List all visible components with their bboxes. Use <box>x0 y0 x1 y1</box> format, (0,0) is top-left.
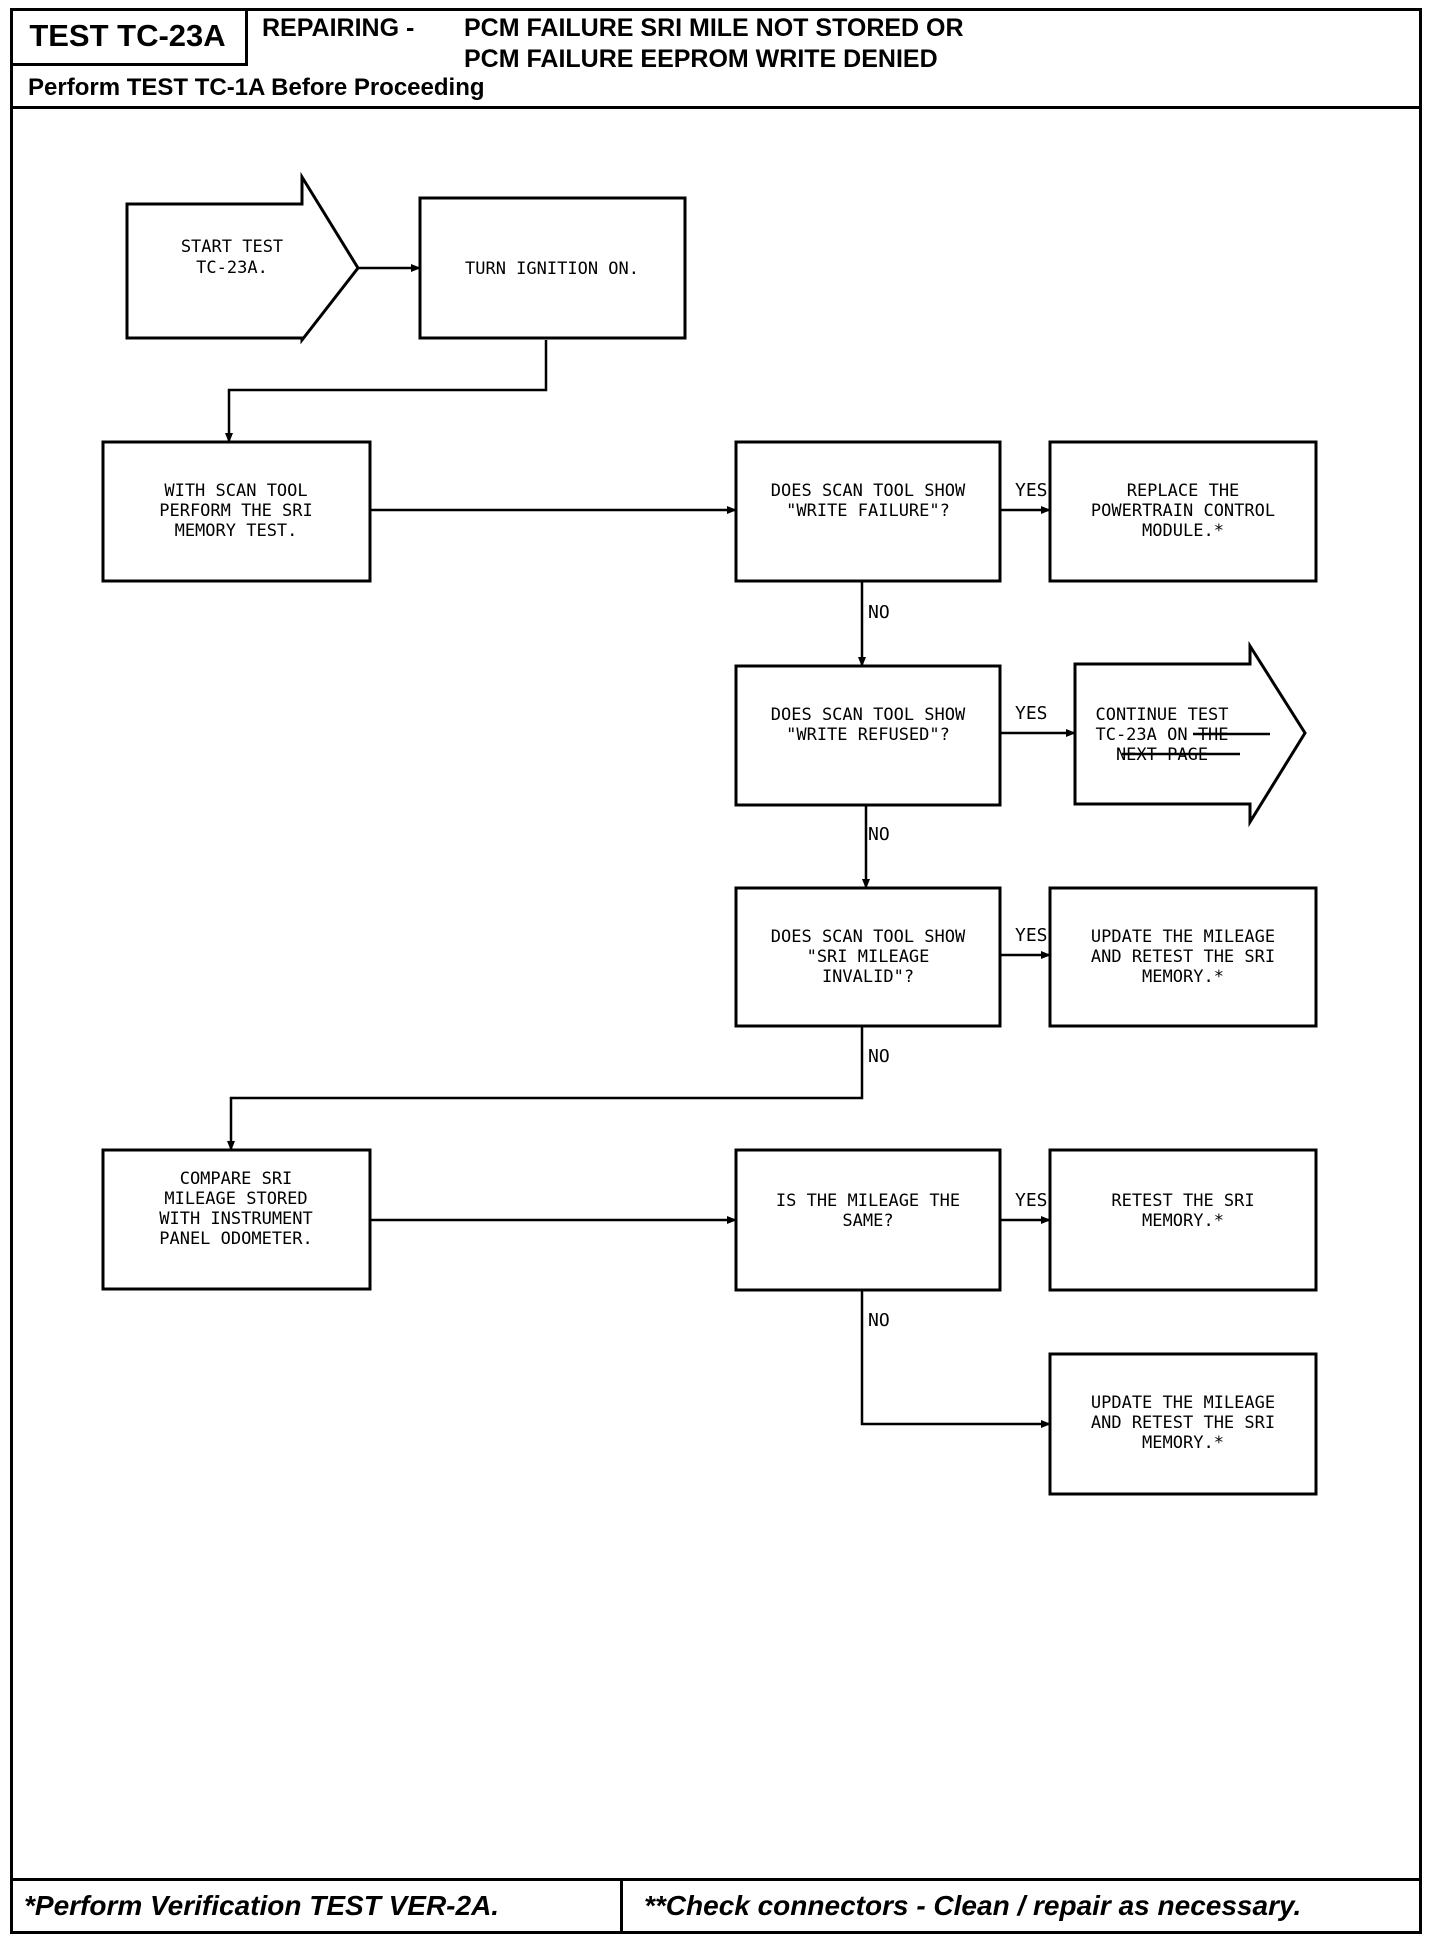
title-line-1: PCM FAILURE SRI MILE NOT STORED OR <box>464 14 964 42</box>
page-frame <box>10 8 1422 1934</box>
memory-test-line: MEMORY TEST. <box>175 521 298 541</box>
yes-label: YES <box>1015 703 1048 724</box>
yes-label: YES <box>1015 1190 1048 1211</box>
connector-ignition-to-memory-test <box>225 340 548 443</box>
update-mileage-node: UPDATE THE MILEAGE AND RETEST THE SRI ME… <box>1048 886 1318 1028</box>
turn-ignition-text: TURN IGNITION ON. <box>465 259 639 279</box>
memory-test-line: WITH SCAN TOOL <box>164 481 307 501</box>
retest-node: RETEST THE SRI MEMORY.* <box>1048 1148 1318 1292</box>
update-mileage-box <box>1048 1352 1318 1496</box>
no-label: NO <box>868 602 890 623</box>
no-label: NO <box>868 1046 890 1067</box>
update-mileage-line: AND RETEST THE SRI <box>1091 1413 1275 1433</box>
turn-ignition-node: TURN IGNITION ON. <box>418 196 687 340</box>
q-write-failure-node: DOES SCAN TOOL SHOW "WRITE FAILURE"? <box>734 440 1002 583</box>
continue-arrow-node: CONTINUE TEST TC-23A ON THE NEXT PAGE <box>1073 640 1307 828</box>
replace-pcm-line: REPLACE THE <box>1127 481 1240 501</box>
q-write-failure-line: "WRITE FAILURE"? <box>786 501 950 521</box>
start-line: START TEST <box>181 237 283 257</box>
q-mileage-invalid-node: DOES SCAN TOOL SHOW "SRI MILEAGE INVALID… <box>734 886 1002 1028</box>
repairing-label: REPAIRING - <box>262 14 415 42</box>
update-mileage-line: AND RETEST THE SRI <box>1091 947 1275 967</box>
update-mileage-node: UPDATE THE MILEAGE AND RETEST THE SRI ME… <box>1048 1352 1318 1496</box>
connector-q3-no <box>227 1026 864 1151</box>
q-write-refused-line: "WRITE REFUSED"? <box>786 725 950 745</box>
title-line-2: PCM FAILURE EEPROM WRITE DENIED <box>464 45 938 73</box>
q-mileage-invalid-line: INVALID"? <box>822 967 914 987</box>
retest-line: RETEST THE SRI <box>1111 1191 1254 1211</box>
start-arrow-shape <box>125 171 360 345</box>
start-arrow-node: START TEST TC-23A. <box>125 171 360 345</box>
compare-node: COMPARE SRI MILEAGE STORED WITH INSTRUME… <box>101 1148 372 1291</box>
q-same-line: SAME? <box>842 1211 893 1231</box>
update-mileage-line: UPDATE THE MILEAGE <box>1091 927 1275 947</box>
header-divider <box>10 106 1422 109</box>
yes-label: YES <box>1015 480 1048 501</box>
continue-arrow-shape <box>1073 640 1307 828</box>
memory-test-node: WITH SCAN TOOL PERFORM THE SRI MEMORY TE… <box>101 440 372 583</box>
update-mileage-line: MEMORY.* <box>1142 967 1224 987</box>
q-mileage-invalid-line: "SRI MILEAGE <box>807 947 930 967</box>
no-label: NO <box>868 1310 890 1331</box>
verification-note: *Perform Verification TEST VER-2A. <box>24 1890 500 1921</box>
q-write-refused-line: DOES SCAN TOOL SHOW <box>771 705 966 725</box>
compare-line: WITH INSTRUMENT <box>159 1209 313 1229</box>
yes-label: YES <box>1015 925 1048 946</box>
memory-test-line: PERFORM THE SRI <box>159 501 313 521</box>
continue-line: CONTINUE TEST <box>1095 705 1228 725</box>
q-mileage-invalid-line: DOES SCAN TOOL SHOW <box>771 927 966 947</box>
replace-pcm-box <box>1048 440 1318 583</box>
connector-q4-no <box>860 1291 1051 1428</box>
test-id: TEST TC-23A <box>29 17 226 53</box>
retest-line: MEMORY.* <box>1142 1211 1224 1231</box>
compare-line: PANEL ODOMETER. <box>159 1229 313 1249</box>
turn-ignition-box <box>418 196 687 340</box>
footer-column-divider <box>620 1878 623 1934</box>
replace-pcm-line: POWERTRAIN CONTROL <box>1091 501 1275 521</box>
q-same-line: IS THE MILEAGE THE <box>776 1191 960 1211</box>
continue-line: TC-23A ON THE <box>1095 725 1228 745</box>
q-same-box <box>734 1148 1002 1292</box>
q-write-refused-box <box>734 664 1002 807</box>
q-write-failure-line: DOES SCAN TOOL SHOW <box>771 481 966 501</box>
compare-box <box>101 1148 372 1291</box>
replace-pcm-line: MODULE.* <box>1142 521 1224 541</box>
update-mileage-line: UPDATE THE MILEAGE <box>1091 1393 1275 1413</box>
connectors-note: **Check connectors - Clean / repair as n… <box>644 1890 1302 1921</box>
q-write-refused-node: DOES SCAN TOOL SHOW "WRITE REFUSED"? <box>734 664 1002 807</box>
q-same-node: IS THE MILEAGE THE SAME? <box>734 1148 1002 1292</box>
q-mileage-invalid-box <box>734 886 1002 1028</box>
no-label: NO <box>868 824 890 845</box>
q-write-failure-box <box>734 440 1002 583</box>
retest-box <box>1048 1148 1318 1292</box>
memory-test-box <box>101 440 372 583</box>
start-line: TC-23A. <box>196 258 268 278</box>
connectors <box>225 264 1076 1428</box>
footer-divider <box>10 1878 1422 1881</box>
update-mileage-box <box>1048 886 1318 1028</box>
prerequisite-note: Perform TEST TC-1A Before Proceeding <box>28 74 485 101</box>
update-mileage-line: MEMORY.* <box>1142 1433 1224 1453</box>
test-id-box: TEST TC-23A <box>10 8 248 66</box>
replace-pcm-node: REPLACE THE POWERTRAIN CONTROL MODULE.* <box>1048 440 1318 583</box>
compare-line: MILEAGE STORED <box>164 1189 307 1209</box>
branch-labels: YES NO YES NO YES NO YES NO <box>868 480 1048 1331</box>
compare-line: COMPARE SRI <box>180 1169 293 1189</box>
